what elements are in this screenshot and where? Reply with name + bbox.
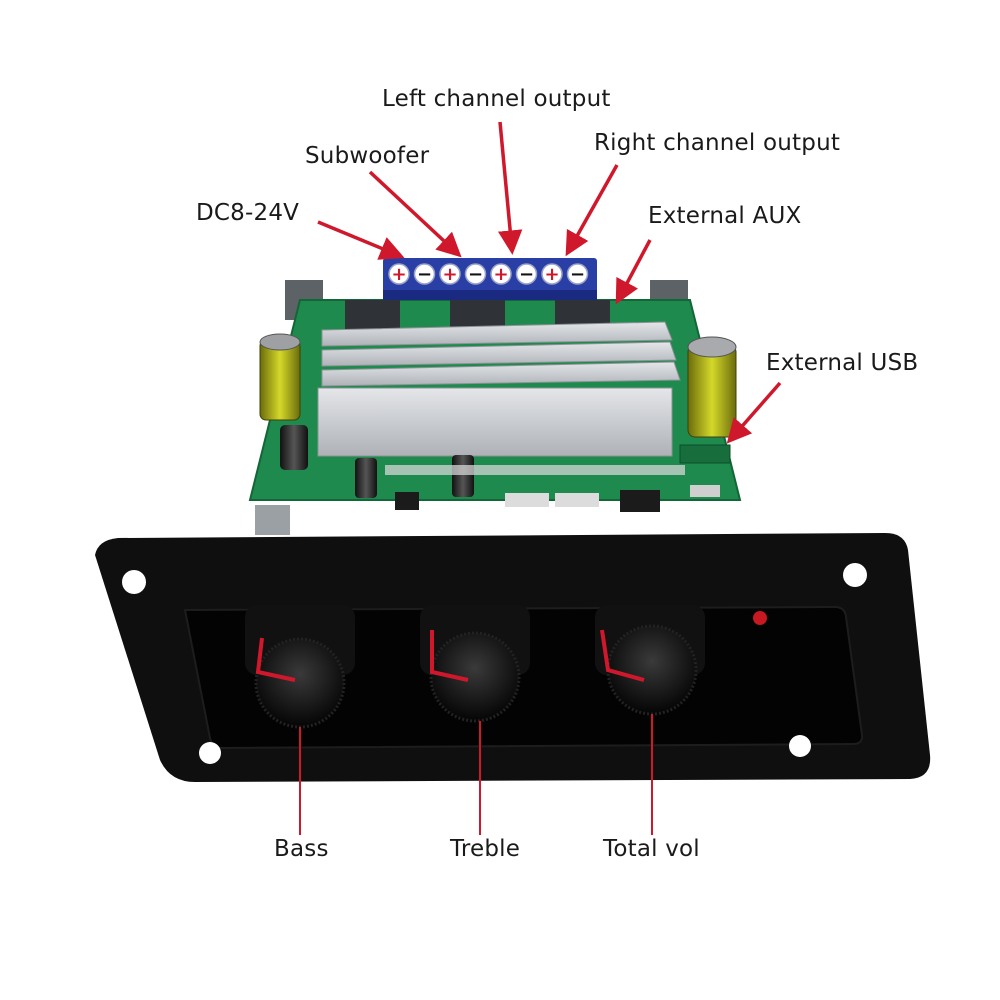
arrow-subwoofer <box>368 170 462 258</box>
terminal-polarity-mark: − <box>468 264 483 285</box>
smd-components <box>255 444 731 535</box>
terminal-polarity-mark: − <box>519 264 534 285</box>
label-subwoofer: Subwoofer <box>305 143 430 169</box>
label-left-channel-output: Left channel output <box>382 86 611 112</box>
leader-lines <box>299 714 653 835</box>
potentiometer-knobs <box>245 605 705 729</box>
bass-knob <box>254 637 346 729</box>
terminal-screw <box>541 263 563 285</box>
arrow-right-output <box>565 164 619 257</box>
treble-knob <box>429 631 521 723</box>
capacitors <box>259 333 737 498</box>
arrow-left-output <box>497 121 523 255</box>
label-right-channel-output: Right channel output <box>594 130 841 156</box>
terminal-screw <box>388 263 410 285</box>
arrow-external-aux <box>615 239 652 305</box>
terminal-polarity-mark: − <box>570 264 585 285</box>
terminal-polarity-mark: − <box>417 264 432 285</box>
terminal-screw <box>490 263 512 285</box>
terminal-screw <box>439 263 461 285</box>
label-bass: Bass <box>274 836 329 862</box>
label-external-aux: External AUX <box>648 203 802 229</box>
callout-arrows <box>317 121 782 444</box>
heatsink <box>317 321 681 457</box>
terminal-block: +−+−+−+− <box>383 258 597 300</box>
terminal-screw <box>515 263 538 285</box>
terminal-screw <box>566 263 589 285</box>
terminal-screw <box>464 263 487 285</box>
terminal-polarity-mark: + <box>544 264 559 285</box>
arrow-dc-input <box>317 220 405 260</box>
label-treble: Treble <box>450 836 521 862</box>
label-total-vol: Total vol <box>603 836 700 862</box>
terminal-screw <box>413 263 436 285</box>
label-external-usb: External USB <box>766 350 919 376</box>
terminal-polarity-mark: + <box>442 264 457 285</box>
volume-knob <box>606 624 698 716</box>
terminal-polarity-mark: + <box>391 264 406 285</box>
terminal-polarity-mark: + <box>493 264 508 285</box>
arrow-external-usb <box>726 381 782 444</box>
label-dc-input: DC8-24V <box>196 200 300 226</box>
